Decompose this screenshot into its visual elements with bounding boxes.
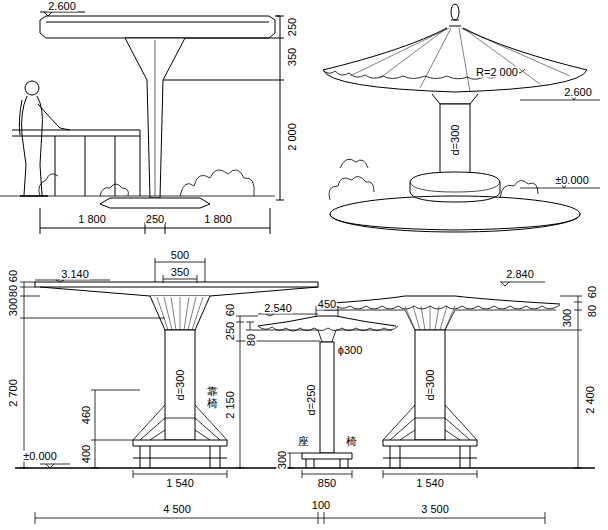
dimension-label: 250 (225, 321, 236, 341)
perspective-view (323, 4, 600, 232)
dimension-label: d=300 (425, 369, 436, 402)
dimension-label: 1 540 (415, 478, 445, 489)
dimension-label: 250 (145, 214, 165, 225)
dimension-label: R=2 000 (475, 67, 519, 78)
dimension-label: d=300 (450, 124, 461, 157)
dimension-label: 4 500 (162, 504, 192, 515)
dimension-label: 椅 (345, 436, 358, 447)
dimension-label: 2 150 (225, 390, 236, 420)
dimension-label: ϕ300 (337, 345, 364, 356)
dimension-label: 300 (562, 308, 573, 328)
dimension-label: 350 (170, 267, 190, 278)
elevation-view (0, 12, 284, 234)
dimension-label: 300 (277, 450, 288, 470)
dimension-label: 500 (170, 250, 190, 261)
part-name: 靠椅 (206, 386, 219, 410)
dimension-label: 1 800 (77, 214, 107, 225)
dimension-label: 3.140 (60, 269, 90, 280)
dimension-label: 2.540 (263, 303, 293, 314)
dimension-label: 80 (8, 284, 19, 298)
dimension-label: 460 (81, 405, 92, 425)
dimension-label: 2 400 (585, 385, 596, 415)
dimension-label: 300 (8, 297, 19, 317)
dimension-label: ±0.000 (554, 175, 590, 186)
dimension-label: ±0.000 (22, 451, 58, 462)
dimension-label: 350 (287, 47, 298, 67)
dimension-label: d=300 (175, 369, 186, 402)
dimension-label: 2.600 (47, 1, 77, 12)
dimension-label: 100 (311, 500, 331, 511)
dimension-label: 60 (225, 303, 236, 317)
dimension-label: 250 (287, 17, 298, 37)
dimension-label: 850 (317, 478, 337, 489)
dimension-label: 400 (81, 444, 92, 464)
dimension-label: 60 (587, 285, 598, 299)
dimension-label: 80 (246, 333, 257, 347)
dimension-label: 座 (297, 436, 310, 447)
dimension-label: 2.600 (563, 87, 593, 98)
dimension-label: 1 540 (165, 478, 195, 489)
dimension-label: 2 000 (287, 122, 298, 152)
dimension-label: 80 (587, 304, 598, 318)
dimension-label: 1 800 (203, 214, 233, 225)
dimension-label: 3 500 (420, 504, 450, 515)
dimension-label: 2.840 (505, 269, 535, 280)
dimension-label: 450 (317, 299, 337, 310)
dimension-label: 2 700 (8, 378, 19, 408)
dimension-label: d=250 (306, 384, 317, 417)
section-view (15, 258, 595, 524)
dimension-label: 60 (8, 269, 19, 283)
